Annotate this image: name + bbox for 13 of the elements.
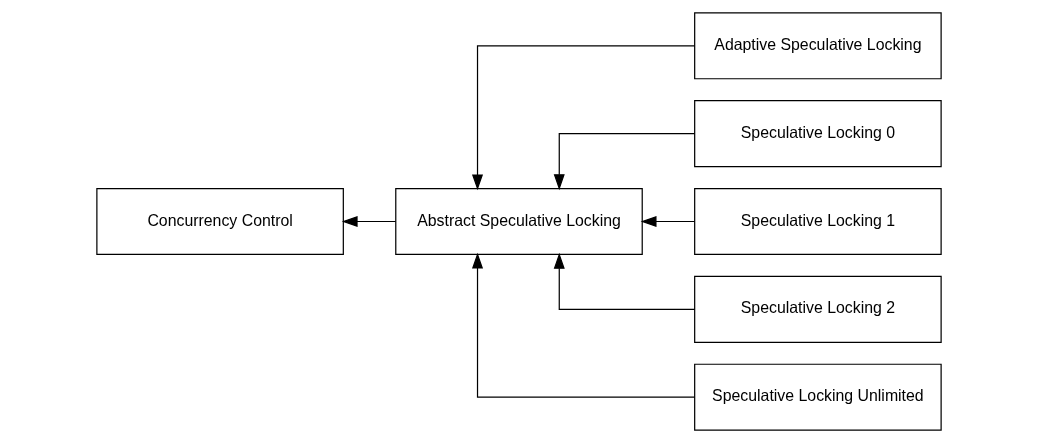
node-box: Abstract Speculative Locking	[394, 187, 643, 256]
arrow	[471, 252, 695, 398]
arrow	[640, 215, 695, 228]
node-box: Adaptive Speculative Locking	[693, 12, 942, 80]
node-box: Speculative Locking Unlimited	[693, 363, 942, 431]
arrow	[553, 252, 695, 310]
arrow	[553, 133, 695, 191]
node-box: Speculative Locking 1	[693, 187, 942, 256]
node-box: Speculative Locking 2	[693, 275, 942, 343]
arrow	[471, 45, 695, 191]
node-box: Speculative Locking 0	[693, 100, 942, 168]
arrow	[341, 215, 396, 228]
node-box: Concurrency Control	[95, 187, 344, 256]
